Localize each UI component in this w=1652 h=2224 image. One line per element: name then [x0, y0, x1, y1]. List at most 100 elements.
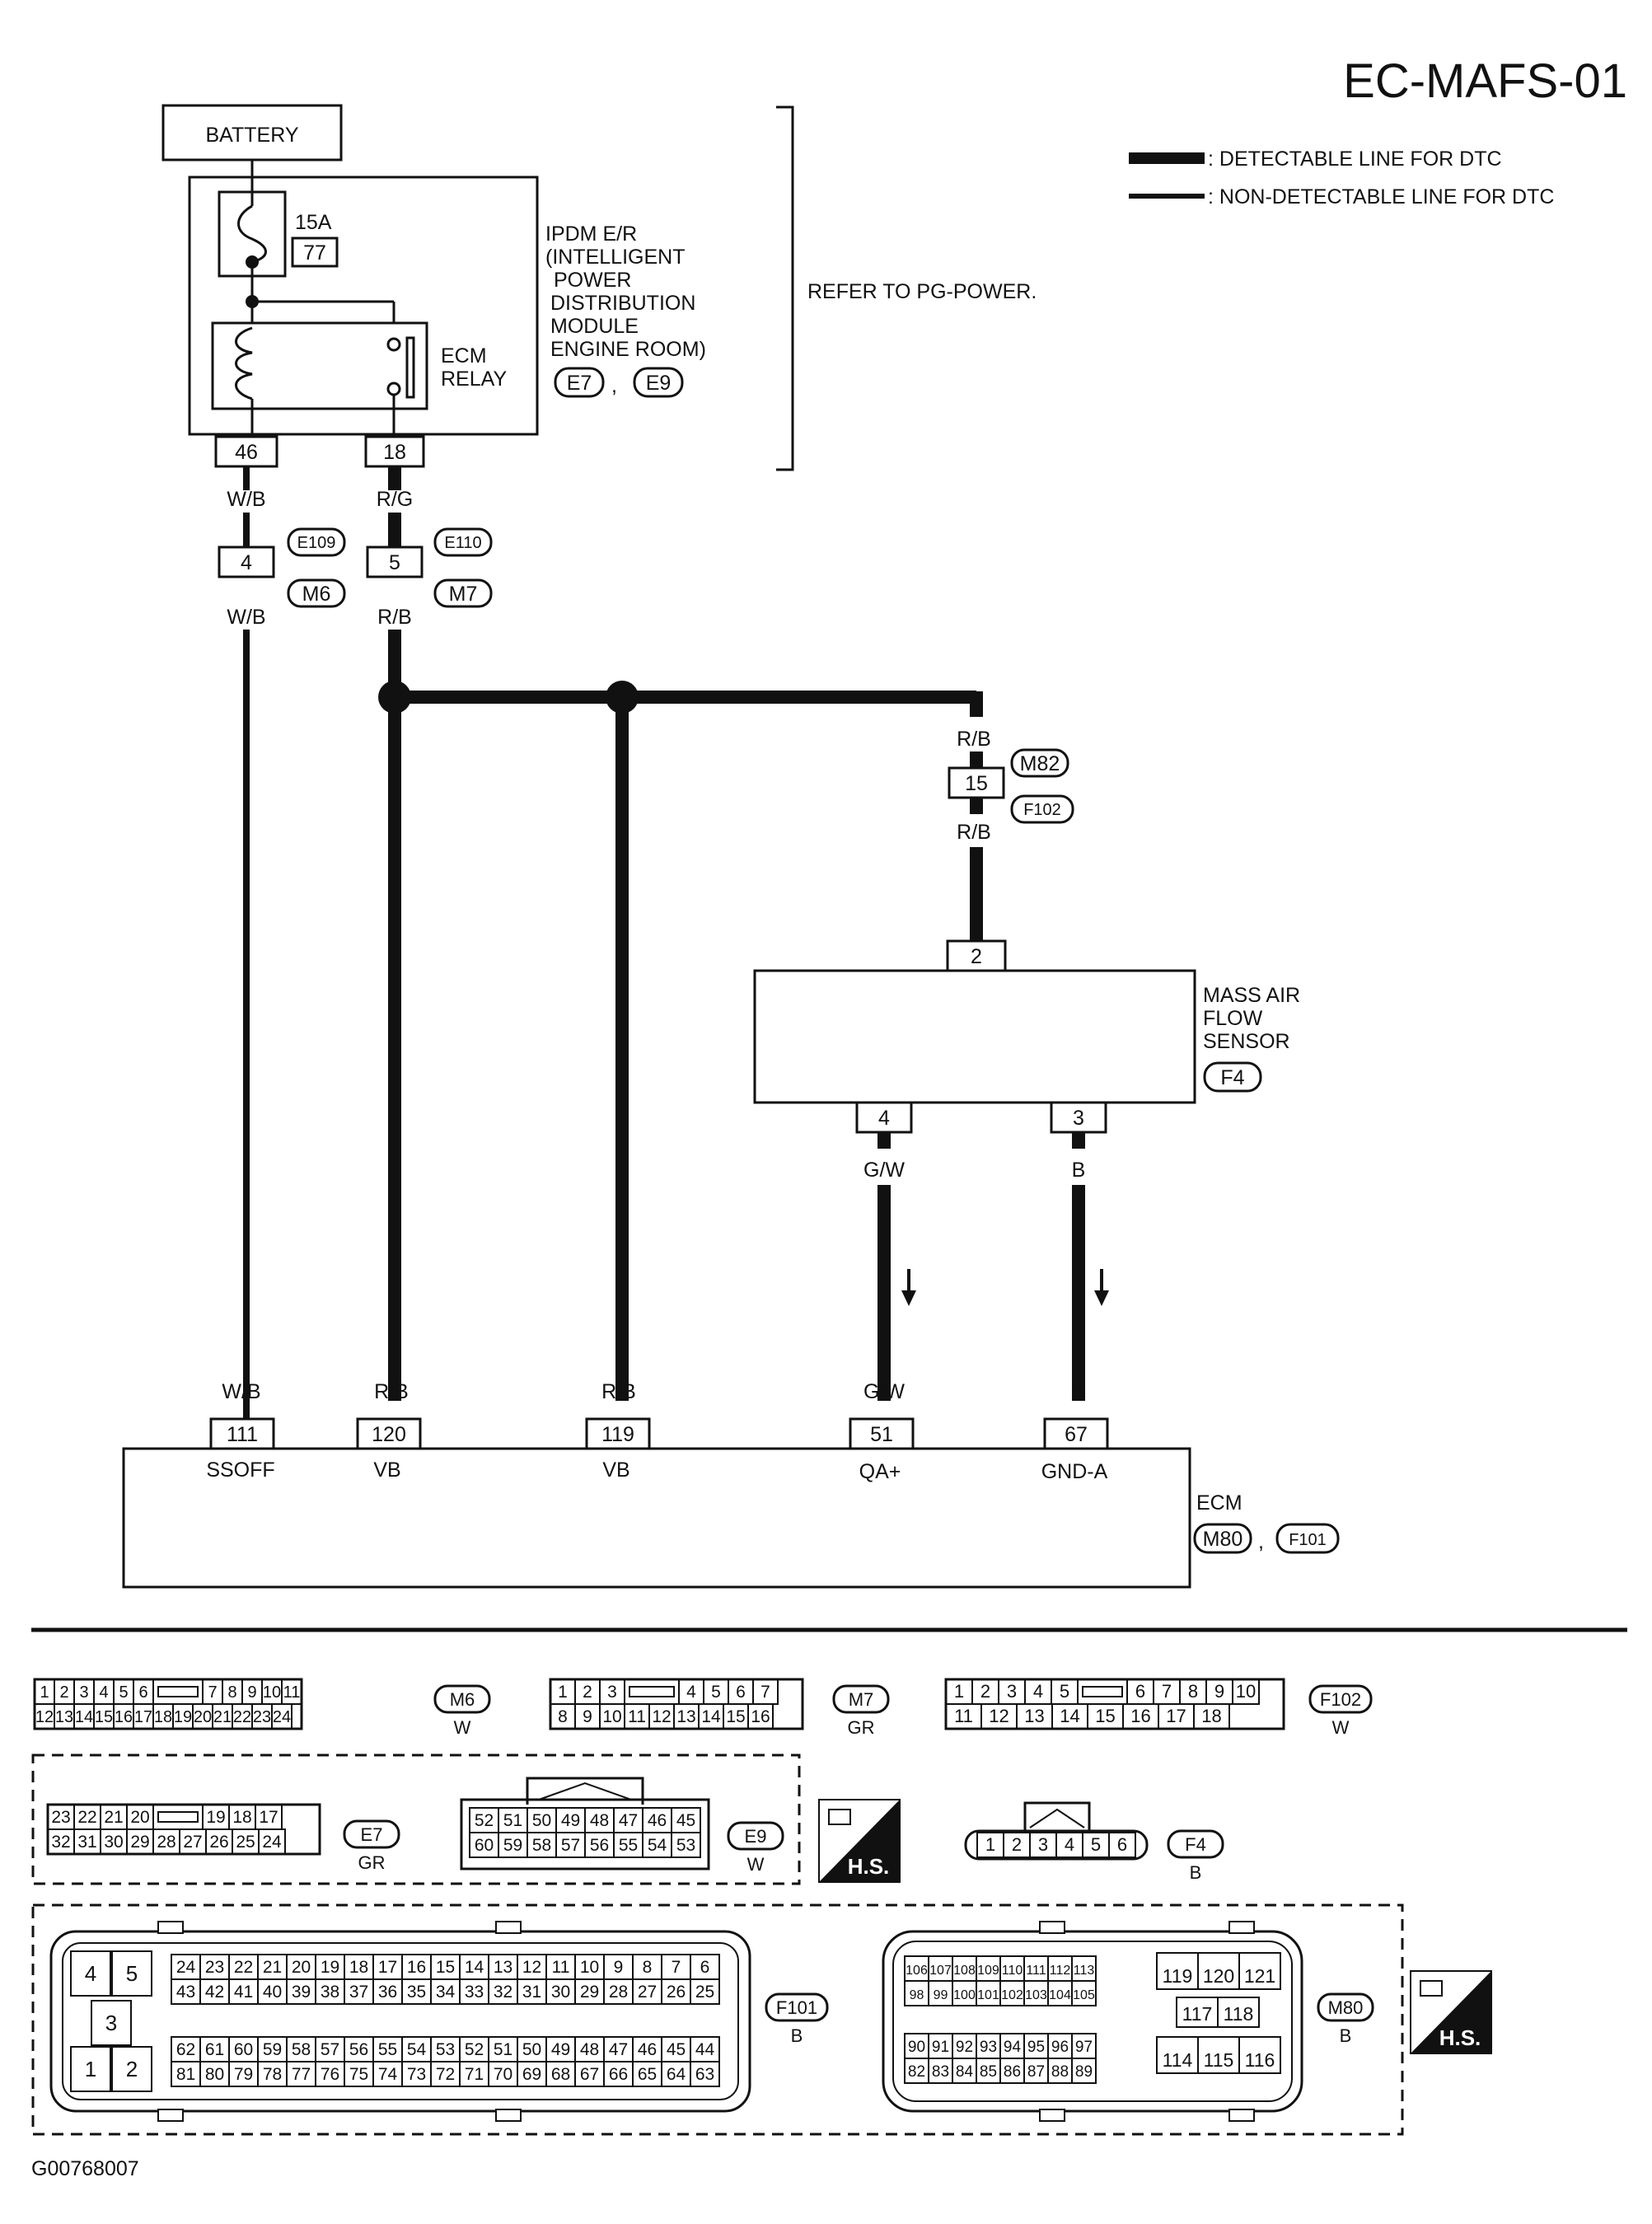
face-f101-pin: 56	[349, 2040, 368, 2059]
face-color-f4: B	[1190, 1862, 1202, 1883]
face-e7-cell	[232, 1828, 260, 1855]
tag-m82-label: M82	[1020, 752, 1060, 775]
face-m80-cell	[1023, 2058, 1049, 2084]
face-m6-pin: 15	[95, 1708, 113, 1726]
ipdm-connector-e9	[633, 367, 684, 398]
face-m6-pin: 5	[119, 1683, 128, 1702]
face-e7-pin: 22	[77, 1808, 96, 1827]
face-f101-big-pin: 5	[126, 1961, 138, 1986]
refer-text: REFER TO PG-POWER.	[807, 280, 1037, 303]
wire2-color-mid: R/B	[377, 606, 412, 629]
wire5-color-bot: G/W	[863, 1380, 905, 1403]
face-m6-pin: 6	[138, 1683, 147, 1702]
face-f101-pin: 30	[551, 1983, 570, 2002]
face-f102-pin: 4	[1033, 1681, 1043, 1702]
face-f101-pin: 43	[176, 1983, 195, 2002]
face-color-f102: W	[1332, 1717, 1350, 1738]
face-m6-pin: 16	[115, 1708, 133, 1726]
tag-m80	[1193, 1523, 1252, 1554]
face-f101-cell	[171, 2061, 201, 2087]
face-e9-pin: 54	[648, 1836, 667, 1855]
maf-line-2: FLOW	[1203, 1007, 1263, 1030]
face-f101-pin: 46	[638, 2040, 657, 2059]
face-m80-cell	[928, 1980, 953, 2006]
face-m7-key	[629, 1686, 675, 1697]
ecm-pins: 111 120 119 51 67	[209, 1401, 1109, 1450]
pin-maf-3: 3	[1073, 1107, 1084, 1130]
face-e9-pin: 58	[532, 1836, 551, 1855]
ecm-terminal-vb-1: VB	[373, 1458, 400, 1482]
face-m80-cell	[1071, 1980, 1097, 2006]
face-m80-pin: 104	[1049, 1988, 1071, 2002]
face-f101-cell	[344, 2061, 374, 2087]
face-tag-m7-label: M7	[849, 1689, 874, 1710]
wire1-color-top: W/B	[227, 488, 265, 511]
face-f101-pin: 36	[378, 1983, 397, 2002]
face-f101-pin: 6	[700, 1958, 710, 1977]
face-f101-pin: 79	[234, 2065, 253, 2084]
face-f101-cell	[372, 2061, 403, 2087]
face-e7-pin: 26	[209, 1833, 228, 1852]
face-m7-cell	[752, 1679, 779, 1705]
face-m7-pin: 2	[583, 1683, 592, 1702]
face-m80-cell	[1047, 2058, 1073, 2084]
face-m80-cell	[976, 2033, 1001, 2059]
face-color-m80: B	[1340, 2025, 1352, 2046]
face-m80-pin: 118	[1224, 2003, 1254, 2025]
face-m80-pin: 87	[1027, 2063, 1045, 2081]
face-m6-pin: 9	[247, 1683, 256, 1702]
face-group-f101-m80	[31, 1903, 1404, 2136]
tag-f4-label: F4	[1220, 1066, 1244, 1089]
face-tag-e9	[727, 1821, 784, 1851]
face-f101-cell	[315, 2061, 345, 2087]
tag-e110	[433, 527, 493, 557]
tag-e109-label: E109	[297, 534, 336, 552]
face-e7-pin: 29	[130, 1833, 149, 1852]
face-m6-pin: 2	[59, 1683, 68, 1702]
face-f101-cell	[661, 1954, 691, 1980]
face-f101-big-cell	[111, 2046, 152, 2092]
face-f102-pin: 5	[1060, 1681, 1069, 1702]
face-m6-cell	[271, 1703, 292, 1730]
face-m7-pin: 11	[628, 1707, 646, 1726]
ecm-terminal-vb-2: VB	[602, 1458, 629, 1482]
face-m6-pin: 17	[134, 1708, 152, 1726]
face-f101-cell	[459, 2036, 489, 2062]
face-tag-e7	[343, 1819, 400, 1849]
face-f101-pin: 66	[609, 2065, 628, 2084]
face-m6-pin: 12	[35, 1708, 54, 1726]
face-f101-pin: 28	[609, 1983, 628, 2002]
face-e7-pin: 18	[232, 1808, 251, 1827]
face-f101-big-pin: 2	[126, 2057, 138, 2081]
face-tag-m6	[433, 1684, 491, 1714]
tag-f4	[1203, 1061, 1262, 1093]
face-f101-cell	[459, 1954, 489, 1980]
face-f101-pin: 49	[551, 2040, 570, 2059]
face-m7-pin: 14	[701, 1707, 721, 1726]
face-f101-pin: 48	[580, 2040, 599, 2059]
ipdm-connector-e7	[554, 367, 605, 398]
face-f101-pin: 65	[638, 2065, 657, 2084]
ecm-terminal-gnda: GND-A	[1041, 1460, 1108, 1483]
face-m7-cell	[747, 1703, 774, 1730]
face-f101-pin: 75	[349, 2065, 368, 2084]
pin-ecm-119: 119	[601, 1423, 634, 1446]
face-f102-pin: 9	[1214, 1681, 1224, 1702]
face-f101-pin: 81	[176, 2065, 195, 2084]
face-m6-cell	[212, 1703, 233, 1730]
face-m7-pin: 4	[686, 1683, 696, 1702]
face-m6-pin: 3	[79, 1683, 88, 1702]
face-f101-pin: 61	[205, 2040, 224, 2059]
face-f101-pin: 57	[321, 2040, 339, 2059]
face-f101-cell	[517, 1954, 547, 1980]
face-f101-big-pin: 3	[105, 2011, 117, 2035]
face-f101-pin: 60	[234, 2040, 253, 2059]
face-f102-cell	[1024, 1679, 1052, 1705]
face-f101-pin: 59	[263, 2040, 282, 2059]
face-f102-pin: 6	[1135, 1681, 1145, 1702]
face-f101-cell	[430, 2061, 461, 2087]
face-m80-cell	[1238, 1952, 1281, 1990]
face-e9-cell	[526, 1832, 557, 1858]
face-f102-pin: 16	[1130, 1706, 1150, 1726]
face-f101-pin: 50	[522, 2040, 541, 2059]
